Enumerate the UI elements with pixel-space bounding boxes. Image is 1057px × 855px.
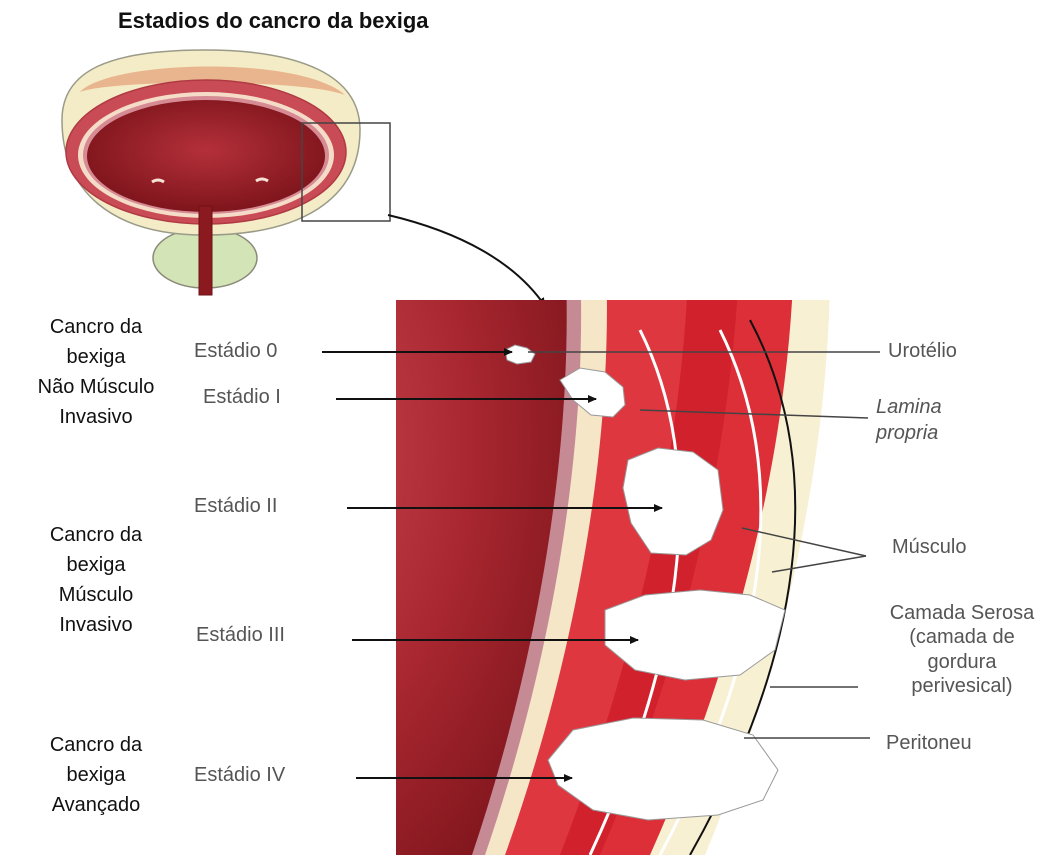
- group-nmi-line-3: Não Músculo: [6, 372, 186, 402]
- group-mi-line-3: Músculo: [6, 580, 186, 610]
- group-advanced: Cancro da bexiga Avançado: [6, 730, 186, 820]
- stage-3-label: Estádio III: [196, 624, 285, 647]
- layer-lamina-label-2: propria: [876, 422, 938, 445]
- bladder-lumen: [87, 100, 325, 212]
- serosa-line-2: (camada de: [862, 625, 1057, 649]
- stage-1-label: Estádio I: [203, 386, 281, 409]
- group-adv-line-1: Cancro da: [6, 730, 186, 760]
- stage-0-label: Estádio 0: [194, 340, 277, 363]
- group-nmi-line-1: Cancro da: [6, 312, 186, 342]
- group-mi-line-1: Cancro da: [6, 520, 186, 550]
- group-nmi-line-2: bexiga: [6, 342, 186, 372]
- serosa-line-1: Camada Serosa: [862, 601, 1057, 625]
- group-muscle-invasive: Cancro da bexiga Músculo Invasivo: [6, 520, 186, 640]
- stage-4-label: Estádio IV: [194, 764, 285, 787]
- group-non-muscle-invasive: Cancro da bexiga Não Músculo Invasivo: [6, 312, 186, 432]
- stage-2-label: Estádio II: [194, 495, 277, 518]
- zoom-arrow: [388, 215, 545, 306]
- layer-lamina-label-1: Lamina: [876, 396, 942, 419]
- serosa-line-3: gordura: [862, 650, 1057, 674]
- layer-muscle-label: Músculo: [892, 536, 966, 559]
- layer-serosa-label: Camada Serosa (camada de gordura perives…: [862, 601, 1057, 699]
- group-nmi-line-4: Invasivo: [6, 402, 186, 432]
- bladder-overview: [62, 50, 390, 295]
- serosa-line-4: perivesical): [862, 674, 1057, 698]
- urethra: [199, 206, 212, 295]
- layer-urothelium-label: Urotélio: [888, 340, 957, 363]
- group-mi-line-2: bexiga: [6, 550, 186, 580]
- group-adv-line-3: Avançado: [6, 790, 186, 820]
- group-adv-line-2: bexiga: [6, 760, 186, 790]
- group-mi-line-4: Invasivo: [6, 610, 186, 640]
- diagram-title: Estadios do cancro da bexiga: [118, 8, 429, 34]
- layer-peritoneum-label: Peritoneu: [886, 732, 972, 755]
